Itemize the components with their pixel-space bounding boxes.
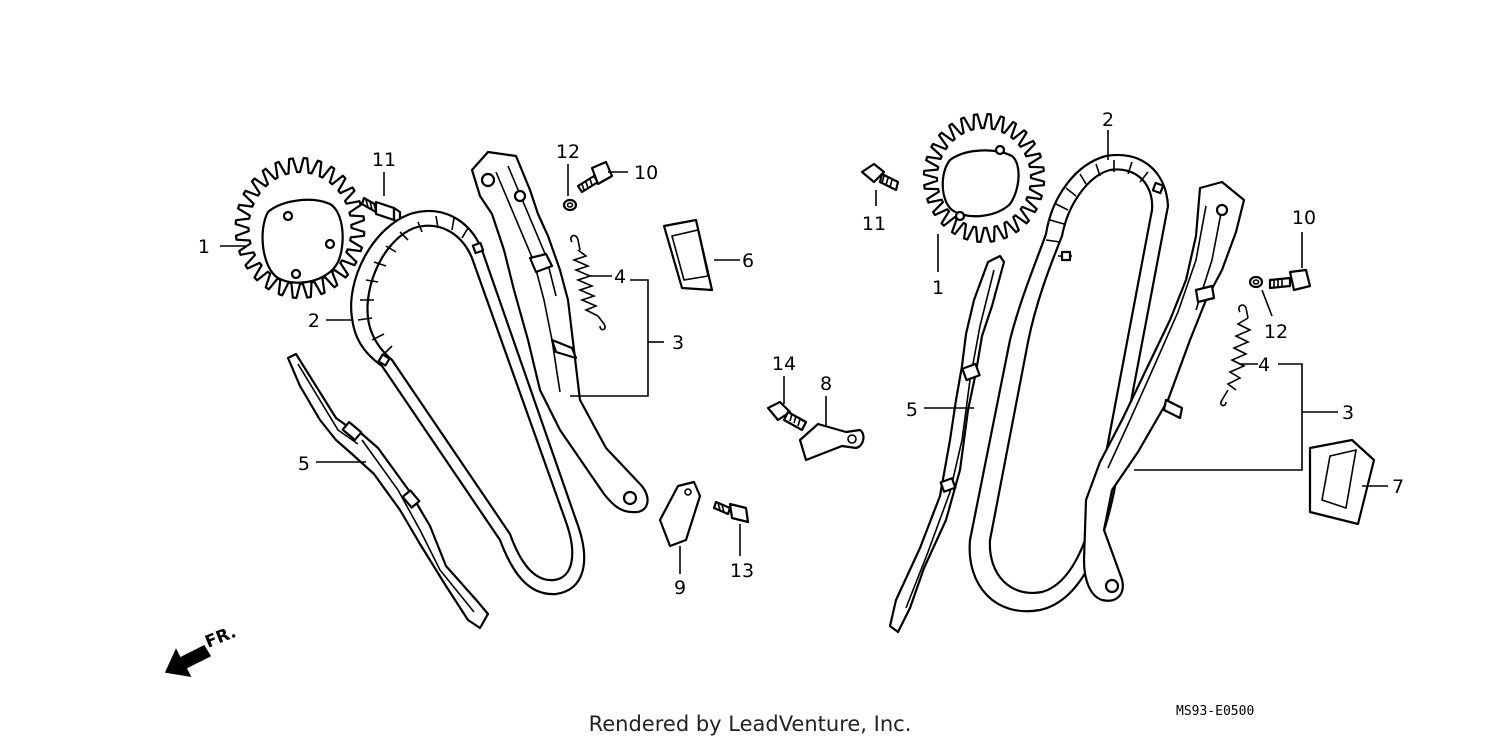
cam-sprocket-left: [234, 157, 366, 299]
callout-11-right: 11: [862, 213, 886, 235]
tensioner-spring-left: [570, 234, 606, 331]
fixed-guide-left: [286, 352, 490, 630]
callout-3-left: 3: [672, 332, 684, 354]
washer-12-right: [1248, 275, 1264, 289]
guide-piece-6: [662, 218, 714, 292]
bolt-14: [766, 400, 808, 432]
cam-chain-left: [350, 209, 586, 596]
front-direction-indicator: FR.: [164, 622, 239, 677]
callout-7: 7: [1392, 476, 1404, 498]
bracket-8: [798, 422, 865, 462]
fixed-guide-right: [888, 254, 1006, 634]
left-assembly: 1 2 3 4 5 6 9 10 11 12 13: [198, 141, 754, 630]
callout-5-right: 5: [906, 399, 918, 421]
callout-3-right: 3: [1342, 402, 1354, 424]
callout-14: 14: [772, 353, 796, 375]
right-assembly: 1 2 3 4 5 7 10 11 12: [860, 109, 1404, 634]
callout-1-right: 1: [932, 277, 944, 299]
callout-13: 13: [730, 560, 754, 582]
center-parts: 14 8: [766, 353, 865, 462]
drawing-code: MS93-E0500: [1176, 704, 1254, 719]
footer-credit: Rendered by LeadVenture, Inc.: [588, 712, 912, 736]
front-arrow-icon: [164, 645, 212, 677]
callout-1-left: 1: [198, 236, 210, 258]
callout-6: 6: [742, 250, 754, 272]
guide-piece-7: [1308, 438, 1376, 526]
callout-2-right: 2: [1102, 109, 1114, 131]
bolt-10-left: [576, 160, 614, 194]
clip-9: [658, 480, 702, 548]
bolt-11-right: [860, 162, 900, 192]
washer-12-left: [562, 198, 578, 212]
callout-4-left: 4: [614, 266, 626, 288]
callout-12-right: 12: [1264, 321, 1288, 343]
callout-12-left: 12: [556, 141, 580, 163]
callout-4-right: 4: [1258, 354, 1270, 376]
callout-11-left: 11: [372, 149, 396, 171]
callout-9: 9: [674, 577, 686, 599]
bolt-11-left: [360, 196, 402, 224]
callout-10-left: 10: [634, 162, 658, 184]
tensioner-spring-right: [1220, 304, 1252, 407]
callout-8: 8: [820, 373, 832, 395]
cam-sprocket-right: [922, 113, 1046, 243]
bolt-10-right: [1268, 268, 1312, 292]
tensioner-arm-left: [470, 150, 649, 514]
tensioner-arm-right: [1082, 180, 1246, 602]
bolt-13: [712, 500, 750, 524]
front-label: FR.: [202, 622, 239, 652]
callout-2-left: 2: [308, 310, 320, 332]
callout-10-right: 10: [1292, 207, 1316, 229]
callout-5-left: 5: [298, 453, 310, 475]
